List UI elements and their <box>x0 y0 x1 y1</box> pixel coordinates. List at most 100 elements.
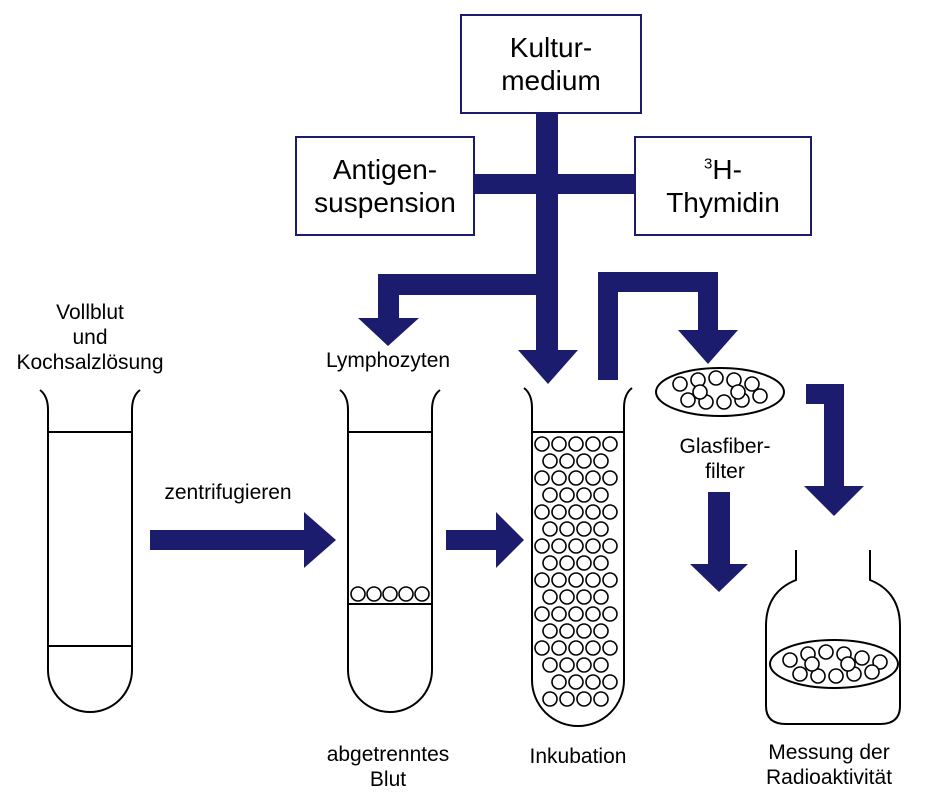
incubated-cell <box>534 640 550 656</box>
incubated-cell <box>576 487 592 503</box>
label-lymphozyten: Lymphozyten <box>300 348 476 373</box>
box-kulturmedium-line1: Kultur- <box>509 32 593 63</box>
incubated-cell <box>585 674 601 690</box>
incubated-cell <box>602 640 618 656</box>
incubated-cell <box>568 572 584 588</box>
incubated-cell <box>542 487 558 503</box>
incubated-cell <box>585 572 601 588</box>
label-vollblut-line3: Kochsalzlösung <box>16 351 164 374</box>
incubated-cell <box>551 606 567 622</box>
box-thymidin-line1: 3H- <box>704 153 742 186</box>
incubated-cell <box>534 538 550 554</box>
flask-filter-cell <box>828 668 844 684</box>
branch-to-lymphocytes-h <box>378 274 558 295</box>
label-zentrifugieren-text: zentrifugieren <box>164 481 292 504</box>
harvest-top <box>598 272 718 292</box>
incubated-cell <box>534 470 550 486</box>
box-thymidin-superscript: 3 <box>704 155 713 173</box>
test-tube-whole-blood <box>39 389 141 713</box>
test-tube-separated-blood <box>339 389 441 713</box>
incubated-cell <box>593 657 609 673</box>
incubated-cell <box>585 640 601 656</box>
label-vollblut-line1: Vollblut <box>56 301 124 324</box>
arrow-down-to-flask <box>804 486 864 516</box>
incubated-cell <box>559 487 575 503</box>
incubated-cell <box>568 674 584 690</box>
central-vertical-bar <box>536 112 558 352</box>
incubated-cell <box>593 453 609 469</box>
box-thymidin: 3H- Thymidin <box>634 136 812 236</box>
incubated-cell <box>534 504 550 520</box>
incubated-cell <box>542 657 558 673</box>
arrow-down-to-filter <box>678 330 738 364</box>
box-thymidin-line2: Thymidin <box>666 187 780 218</box>
label-inkubation: Inkubation <box>490 744 666 769</box>
branch-to-lymphocytes-v <box>378 274 399 320</box>
incubated-cell <box>585 470 601 486</box>
harvest-drop <box>698 272 718 332</box>
label-messung: Messung der Radioaktivität <box>734 740 924 790</box>
incubated-cell <box>551 470 567 486</box>
incubated-cell <box>551 572 567 588</box>
incubated-cell <box>551 436 567 452</box>
cells <box>350 370 888 707</box>
flow-arrows <box>150 112 864 592</box>
label-vollblut: Vollblut und Kochsalzlösung <box>0 300 180 375</box>
label-abgetrenntes-line1: abgetrenntes <box>326 743 450 766</box>
flask-filter-cell <box>782 652 798 668</box>
label-messung-line2: Radioaktivität <box>765 766 893 789</box>
incubated-cell <box>593 589 609 605</box>
incubated-cell <box>559 521 575 537</box>
incubated-cell <box>534 606 550 622</box>
incubated-cell <box>602 606 618 622</box>
incubated-cell <box>542 453 558 469</box>
flask-filter-cell <box>872 654 888 670</box>
lymphocyte-cell <box>414 586 430 602</box>
incubated-cell <box>576 589 592 605</box>
arrow-down-to-incubation <box>518 350 578 384</box>
incubated-cell <box>559 589 575 605</box>
incubated-cell <box>593 521 609 537</box>
incubated-cell <box>542 589 558 605</box>
incubated-cell <box>551 538 567 554</box>
incubated-cell <box>542 691 558 707</box>
box-antigensuspension: Antigen- suspension <box>295 136 475 236</box>
flask-filter-cell <box>792 666 808 682</box>
incubated-cell <box>551 640 567 656</box>
centrifuge-arrowhead <box>304 512 336 568</box>
lymphocyte-cell <box>366 586 382 602</box>
box-antigen-line2: suspension <box>314 187 456 218</box>
label-vollblut-line2: und <box>72 326 108 349</box>
incubated-cell <box>568 436 584 452</box>
incubated-cell <box>585 504 601 520</box>
label-abgetrenntes-blut: abgetrenntes Blut <box>300 742 476 792</box>
harvest-riser <box>598 272 618 380</box>
incubated-cell <box>559 657 575 673</box>
flask-filter-cell <box>840 656 856 672</box>
incubated-cell <box>602 504 618 520</box>
incubated-cell <box>568 504 584 520</box>
incubated-cell <box>559 453 575 469</box>
incubated-cell <box>534 572 550 588</box>
incubated-cell <box>576 555 592 571</box>
label-zentrifugieren: zentrifugieren <box>138 480 318 505</box>
flask-filter-cell <box>810 668 826 684</box>
label-messung-line1: Messung der <box>768 741 890 764</box>
incubated-cell <box>559 691 575 707</box>
incubated-cell <box>559 555 575 571</box>
incubated-cell <box>602 674 618 690</box>
filter-cell <box>708 370 724 386</box>
label-glasfiber-line2: filter <box>705 460 745 483</box>
filter-cell <box>730 384 746 400</box>
centrifuge-arrow-shaft <box>150 530 306 550</box>
crossbar-to-thymidin <box>536 174 636 194</box>
flask-filter-cell <box>864 664 880 680</box>
incubated-cell <box>534 436 550 452</box>
incubated-cell <box>576 623 592 639</box>
incubated-cell <box>542 623 558 639</box>
incubated-cell <box>551 504 567 520</box>
incubated-cell <box>551 674 567 690</box>
label-abgetrenntes-line2: Blut <box>369 768 407 791</box>
filter-to-flask-v <box>824 384 844 488</box>
